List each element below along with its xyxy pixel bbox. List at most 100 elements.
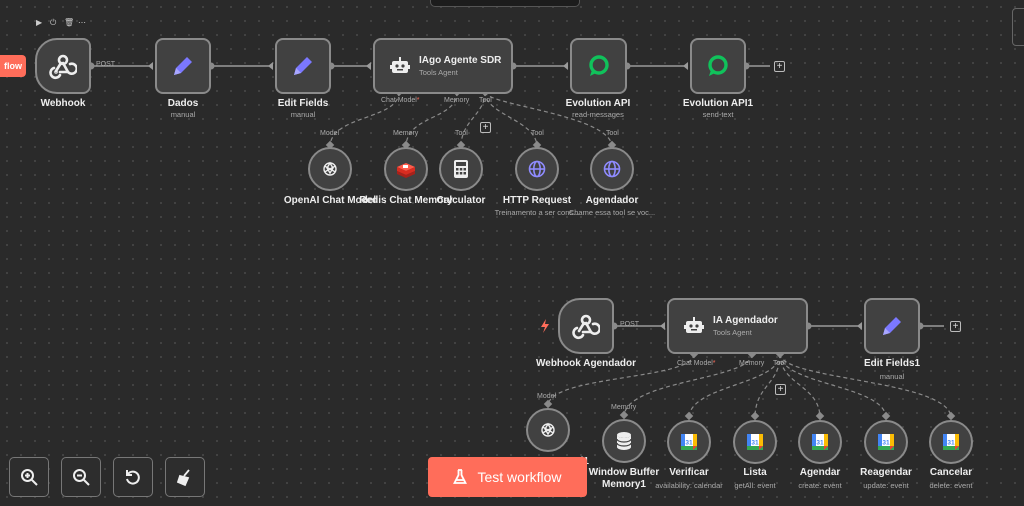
more-icon[interactable]: ⋯ — [78, 18, 86, 27]
edit-fields1-node[interactable] — [864, 298, 920, 354]
verificar-subtitle: availability: calendar — [655, 481, 723, 490]
http-subtitle: Treinamento a ser cons... — [494, 208, 580, 217]
calculator-node[interactable] — [439, 147, 483, 191]
edit-fields-node[interactable] — [275, 38, 331, 94]
database-icon — [616, 432, 632, 450]
agendar-subtitle: create: event — [798, 481, 842, 490]
agendar-title: Agendar — [799, 467, 841, 478]
evolution-api1-title: Evolution API1 — [682, 98, 754, 109]
chat-bubble-icon — [588, 55, 609, 76]
edit-fields1-subtitle: manual — [879, 372, 905, 381]
evolution-api1-node[interactable] — [690, 38, 746, 94]
calculator-port: Tool — [455, 130, 468, 137]
test-workflow-button[interactable]: Test workflow — [428, 457, 587, 497]
agent-title: IAgo Agente SDR — [419, 55, 502, 66]
zoom-in-button[interactable] — [9, 457, 49, 497]
ia-agendador-node[interactable]: IA Agendador Tools Agent — [667, 298, 808, 354]
iago-agent-node[interactable]: IAgo Agente SDR Tools Agent — [373, 38, 513, 94]
webhook-icon — [572, 314, 600, 340]
agendador-title: Agendador — [585, 195, 639, 206]
lista-subtitle: getAll: event — [734, 481, 776, 490]
zoom-in-icon — [21, 469, 38, 486]
edit-fields-subtitle: manual — [290, 110, 316, 119]
agent-subtitle: Tools Agent — [713, 328, 752, 337]
svg-text:31: 31 — [816, 440, 824, 447]
chat-model-node[interactable] — [526, 408, 570, 452]
reset-zoom-button[interactable] — [113, 457, 153, 497]
svg-text:31: 31 — [685, 440, 693, 447]
dados-node[interactable] — [155, 38, 211, 94]
trash-icon[interactable]: 🗑 — [64, 18, 75, 27]
reagendar-subtitle: update: event — [863, 481, 909, 490]
edit-fields-title: Edit Fields — [277, 98, 329, 109]
webhook-method: POST — [96, 61, 116, 68]
google-calendar-icon: 31 — [943, 434, 959, 450]
port-chat-model: Chat Model* — [381, 97, 420, 104]
pencil-icon — [883, 317, 901, 335]
power-icon[interactable]: ⏻ — [50, 18, 57, 27]
svg-text:31: 31 — [751, 440, 759, 447]
undo-icon — [126, 470, 140, 485]
right-panel-handle[interactable] — [1012, 8, 1024, 46]
cancelar-subtitle: delete: event — [929, 481, 973, 490]
calculator-icon — [454, 160, 468, 178]
add-tool-button[interactable]: + — [775, 384, 786, 395]
svg-text:31: 31 — [882, 440, 890, 447]
broom-icon — [176, 469, 190, 487]
trigger-bolt-icon — [541, 319, 549, 333]
edit-fields1-title: Edit Fields1 — [863, 358, 921, 369]
evolution-api-node[interactable] — [570, 38, 627, 94]
calculator-title: Calculator — [436, 195, 486, 206]
memory-port: Memory — [611, 404, 637, 411]
redis-node[interactable] — [384, 147, 428, 191]
agendador-subtitle: Chame essa tool se voc... — [568, 208, 656, 217]
add-tool-button[interactable]: + — [480, 122, 491, 133]
agendar-node[interactable]: 31 — [798, 420, 842, 464]
webhook-node[interactable] — [35, 38, 91, 94]
flask-icon — [453, 469, 468, 484]
robot-icon — [684, 317, 704, 333]
webhook-title: Webhook — [40, 98, 86, 109]
chat-bubble-icon — [708, 55, 728, 76]
evolution-api-title: Evolution API — [565, 98, 631, 109]
redis-title: Redis Chat Memory — [359, 195, 453, 206]
pencil-icon — [174, 57, 192, 75]
google-calendar-icon: 31 — [747, 434, 763, 450]
reagendar-title: Reagendar — [860, 467, 912, 478]
globe-icon — [603, 160, 621, 178]
agendador-node[interactable] — [590, 147, 634, 191]
lista-node[interactable]: 31 — [733, 420, 777, 464]
webhook-agendador-node[interactable] — [558, 298, 614, 354]
zoom-out-icon — [73, 469, 90, 486]
pencil-icon — [294, 57, 312, 75]
openai-title: OpenAI Chat Model — [283, 195, 377, 206]
add-node-button[interactable]: + — [950, 321, 961, 332]
port-chat-model: Chat Model* — [677, 360, 716, 367]
add-node-button[interactable]: + — [774, 61, 785, 72]
redis-icon — [397, 163, 415, 178]
openai-port: Model — [320, 130, 340, 137]
dados-title: Dados — [167, 98, 199, 109]
cancelar-node[interactable]: 31 — [929, 420, 973, 464]
openai-node[interactable] — [308, 147, 352, 191]
http-request-node[interactable] — [515, 147, 559, 191]
webhook-icon — [49, 54, 77, 80]
zoom-out-button[interactable] — [61, 457, 101, 497]
google-calendar-icon: 31 — [812, 434, 828, 450]
play-icon[interactable]: ▶ — [36, 18, 43, 27]
model-port: Model — [537, 393, 557, 400]
tidy-up-button[interactable] — [165, 457, 205, 497]
lista-title: Lista — [743, 467, 767, 478]
webhook-agendador-method: POST — [620, 321, 640, 328]
top-panel-handle[interactable] — [430, 0, 580, 7]
verificar-node[interactable]: 31 — [667, 420, 711, 464]
google-calendar-icon: 31 — [878, 434, 894, 450]
side-tag[interactable]: flow — [0, 55, 26, 77]
openai-icon — [323, 161, 337, 176]
http-title: HTTP Request — [502, 195, 572, 206]
verificar-title: Verificar — [669, 467, 709, 478]
port-tool: Tool — [773, 360, 786, 367]
robot-icon — [390, 57, 410, 73]
reagendar-node[interactable]: 31 — [864, 420, 908, 464]
window-buffer-memory-node[interactable] — [602, 419, 646, 463]
